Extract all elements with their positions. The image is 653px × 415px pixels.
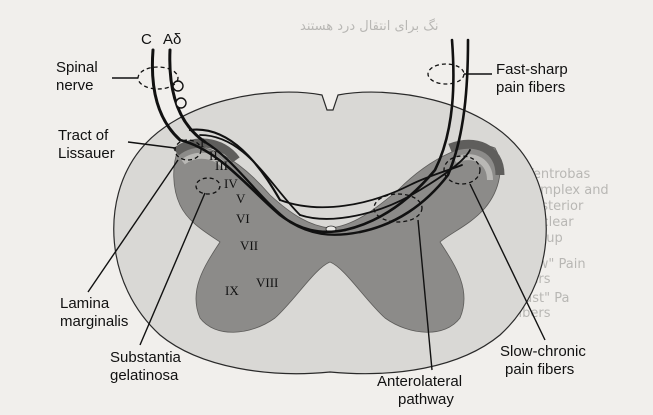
substantia-gelatinosa-label-line-1: Substantia (110, 349, 182, 366)
lamina-VII: VII (240, 238, 258, 253)
lamina-marginalis-label-line-1: Lamina (60, 295, 110, 312)
anterolateral-label-line-2: pathway (398, 391, 454, 408)
lamina-IX: IX (225, 283, 239, 298)
tract-of-lissauer-label-line-2: Lissauer (58, 145, 115, 162)
myelin-node-2 (176, 98, 186, 108)
lamina-I: I (200, 135, 204, 150)
substantia-gelatinosa-label-line-2: gelatinosa (110, 367, 179, 384)
fast-sharp-oval (428, 64, 464, 84)
spinal-nerve-label-line-1: Spinal (56, 59, 98, 76)
spinal-nerve-label-line-2: nerve (56, 77, 94, 94)
slow-chronic-label-line-2: pain fibers (505, 361, 574, 378)
tract-of-lissauer-label-line-1: Tract of (58, 127, 109, 144)
fast-sharp-label-line-2: pain fibers (496, 79, 565, 96)
lamina-marginalis-label-line-2: marginalis (60, 313, 128, 330)
background-header-line: نگ برای انتقال درد هستند (300, 18, 438, 34)
lamina-V: V (236, 191, 246, 206)
lamina-IV: IV (224, 176, 238, 191)
lamina-VI: VI (236, 211, 250, 226)
fast-sharp-label-line-1: Fast-sharp (496, 61, 568, 78)
a-delta-fiber-label: Aδ (163, 31, 181, 48)
myelin-node-1 (173, 81, 183, 91)
slow-chronic-label-line-1: Slow-chronic (500, 343, 586, 360)
anterolateral-label-line-1: Anterolateral (377, 373, 462, 390)
lamina-VIII: VIII (256, 275, 278, 290)
c-fiber-label: C (141, 31, 152, 48)
lamina-III: III (215, 158, 228, 173)
